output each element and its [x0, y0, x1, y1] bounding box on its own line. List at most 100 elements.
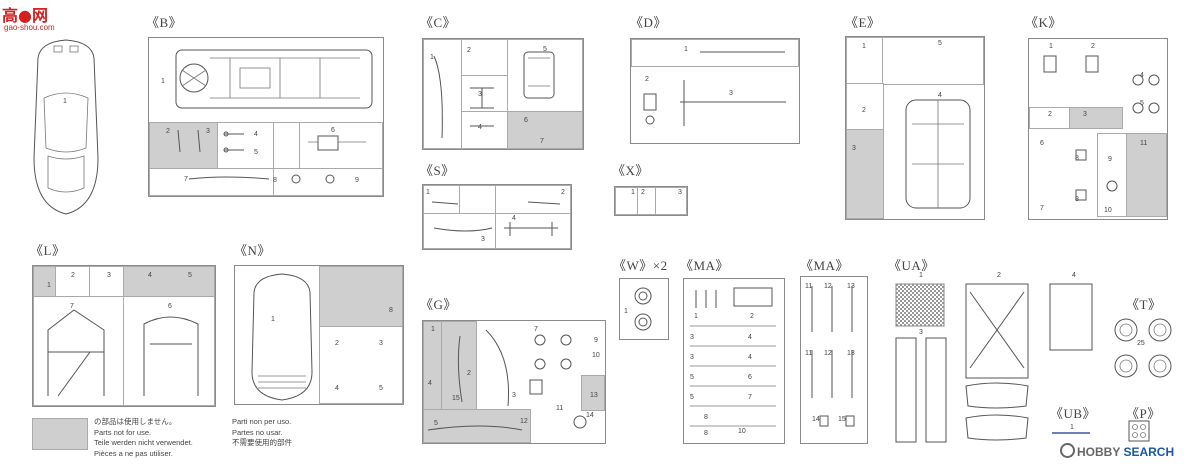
unused-part-cell [846, 129, 884, 219]
wheel-drawing [634, 287, 652, 331]
legend-line: 不需要使用的部件 [232, 438, 292, 447]
sprue-n [234, 265, 404, 405]
part-number: 12 [520, 418, 528, 425]
unused-parts-legend-swatch [32, 418, 88, 450]
watermark-site-chars: 高●网 [2, 6, 48, 25]
part-number: 3 [919, 329, 923, 336]
sprue-b [148, 37, 384, 197]
part-number: 8 [704, 430, 708, 437]
part-number: 3 [690, 334, 694, 341]
part-drawing [223, 131, 244, 153]
part-number: 3 [481, 236, 485, 243]
part-number: 1 [431, 326, 435, 333]
clear-part-strip [1052, 432, 1090, 434]
part-number: 2 [997, 272, 1001, 279]
part-number: 2 [561, 189, 565, 196]
part-number: 1 [63, 98, 67, 105]
part-number: 6 [331, 127, 335, 134]
part-cell [461, 111, 509, 149]
part-number: 10 [592, 352, 600, 359]
legend-line: Parti non per uso. [232, 417, 292, 426]
unused-part-cell [581, 375, 605, 411]
part-number: 7 [184, 176, 188, 183]
part-number: 3 [107, 272, 111, 279]
part-number: 6 [524, 117, 528, 124]
part-number: 11 [805, 283, 813, 290]
part-number: 2 [1091, 43, 1095, 50]
legend-line: の部品は使用しません。 [94, 417, 177, 426]
sprue-label-b: 《B》 [146, 15, 183, 30]
part-number: 5 [690, 374, 694, 381]
part-number: 1 [1049, 43, 1053, 50]
part-number: 4 [748, 334, 752, 341]
part-cell [615, 187, 639, 215]
car-body-drawing [33, 39, 99, 215]
sprue-d [630, 38, 800, 144]
part-number: 11 [805, 350, 813, 357]
part-number: 3 [379, 340, 383, 347]
part-drawing [308, 135, 366, 151]
part-number: 3 [512, 392, 516, 399]
part-number: 15 [838, 416, 846, 423]
part-cell [846, 83, 884, 131]
part-number: 4 [512, 215, 516, 222]
interior-tub-drawing [905, 99, 971, 209]
part-drawing [1043, 55, 1160, 201]
part-drawing [433, 55, 443, 139]
sprue-label-e: 《E》 [845, 15, 881, 30]
part-number: 1 [631, 189, 635, 196]
part-number: 5 [1140, 100, 1144, 107]
part-number: 1 [161, 78, 165, 85]
part-number: 25 [1137, 340, 1145, 347]
sprue-e [845, 36, 985, 220]
part-drawing [643, 51, 786, 126]
part-number: 11 [556, 405, 564, 412]
part-cell [89, 266, 125, 298]
part-number: 6 [1040, 140, 1044, 147]
part-number: 7 [534, 326, 538, 333]
sprue-label-l: 《L》 [30, 243, 66, 258]
part-cell [273, 168, 383, 196]
part-cell [319, 326, 403, 404]
unused-part-cell [441, 321, 477, 411]
car-body-n-drawing [251, 273, 313, 401]
part-number: 1 [919, 272, 923, 279]
part-cell [149, 168, 275, 196]
part-number: 2 [1048, 111, 1052, 118]
unused-part-cell [123, 266, 215, 298]
part-cell [273, 122, 301, 170]
part-number: 12 [824, 283, 832, 290]
unused-part-cell [423, 321, 443, 411]
brand-part-1: HOBBY [1077, 445, 1121, 459]
legend-line: Parts not for use. [94, 427, 152, 437]
brand-part-2: SEARCH [1123, 445, 1175, 459]
part-number: 13 [847, 350, 855, 357]
watermark-logo: 高●网 gao-shou.com [2, 2, 76, 36]
part-cell [1097, 133, 1127, 217]
part-number: 2 [71, 272, 75, 279]
sprue-label-s: 《S》 [420, 163, 455, 178]
part-number: 12 [824, 350, 832, 357]
part-number: 1 [426, 189, 430, 196]
sprue-c [422, 38, 584, 150]
part-number: 2 [750, 313, 754, 320]
part-drawing [811, 286, 855, 427]
spoiler-drawing [431, 201, 561, 236]
part-number: 3 [206, 128, 210, 135]
part-number: 4 [148, 272, 152, 279]
part-number: 6 [748, 374, 752, 381]
hobby-search-watermark: HOBBY SEARCH [1060, 443, 1174, 459]
part-cell [423, 39, 463, 149]
part-number: 4 [1072, 272, 1076, 279]
sprue-label-g: 《G》 [420, 297, 457, 312]
part-number: 7 [540, 138, 544, 145]
part-number: 8 [704, 414, 708, 421]
part-cell [507, 39, 583, 113]
part-drawing [177, 129, 201, 153]
part-cell [55, 266, 91, 298]
part-number: 9 [1108, 156, 1112, 163]
part-number: 5 [254, 149, 258, 156]
sprue-label-ua: 《UA》 [888, 258, 935, 273]
watermark-site-url: gao-shou.com [4, 23, 55, 32]
part-number: 5 [938, 40, 942, 47]
